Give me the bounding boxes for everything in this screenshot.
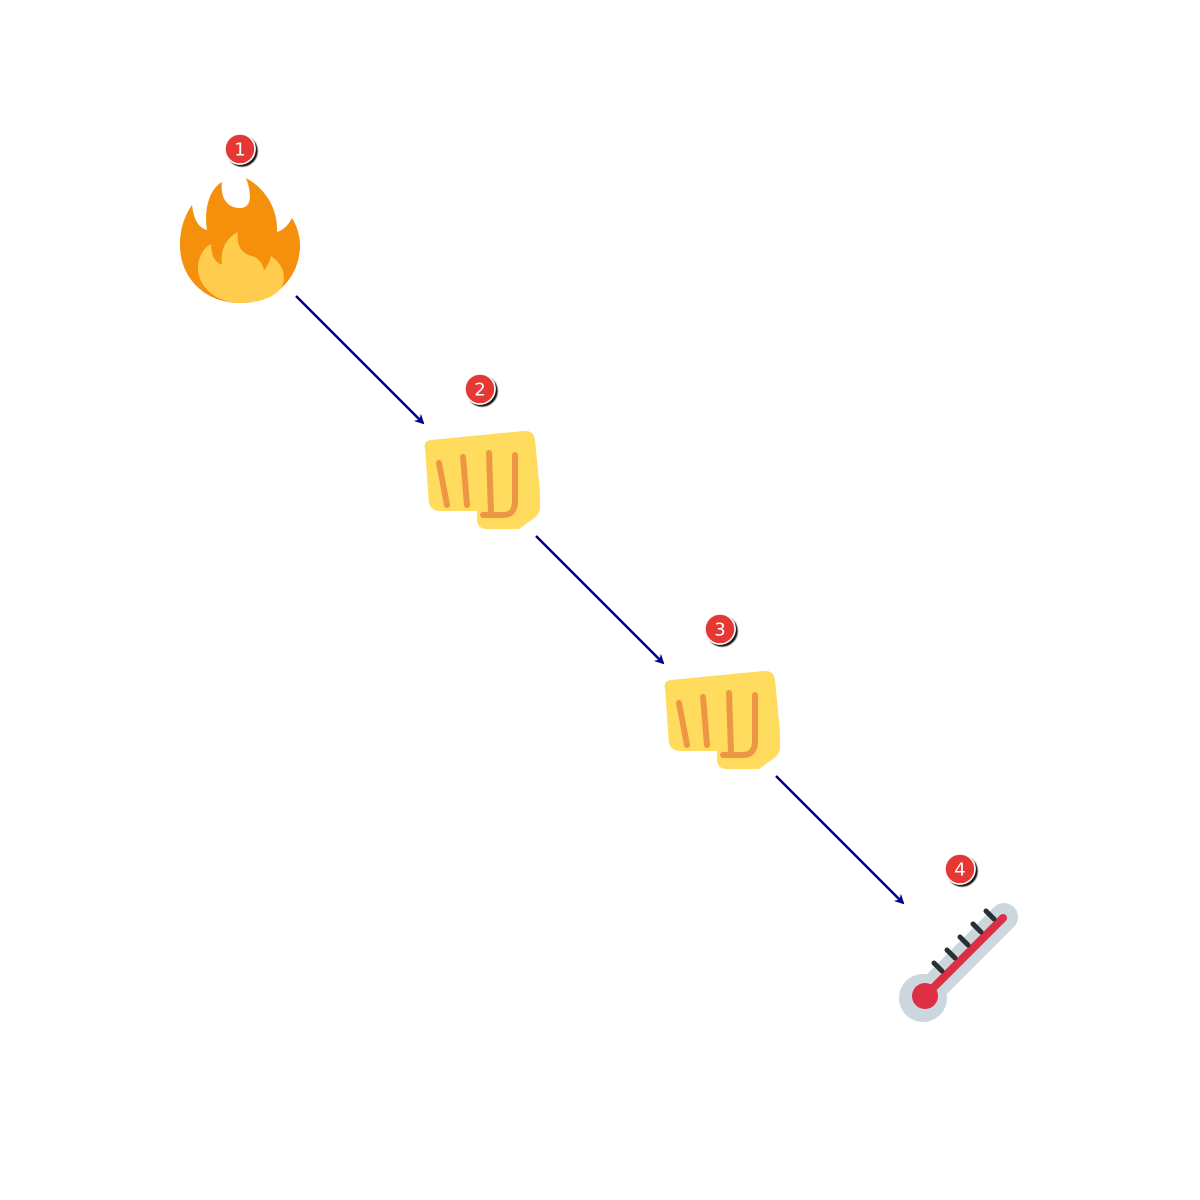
step-2-badge: 2 bbox=[464, 373, 496, 405]
step-4-number: 4 bbox=[954, 860, 965, 881]
arrow-2-to-3 bbox=[535, 535, 665, 665]
step-1-badge: 1 bbox=[224, 133, 256, 165]
fire-icon bbox=[180, 178, 300, 303]
step-3-number: 3 bbox=[714, 620, 725, 641]
step-2-number: 2 bbox=[474, 380, 485, 401]
arrow-1-to-2 bbox=[295, 295, 425, 425]
oncoming-fist-icon bbox=[425, 431, 541, 529]
step-4: 4 bbox=[899, 853, 1018, 1022]
arrows bbox=[295, 295, 905, 905]
step-3-badge: 3 bbox=[704, 613, 736, 645]
step-4-badge: 4 bbox=[944, 853, 976, 885]
step-2: 2 bbox=[425, 373, 541, 529]
step-1-number: 1 bbox=[234, 140, 245, 161]
oncoming-fist-icon bbox=[665, 671, 781, 769]
arrow-3-to-4 bbox=[775, 775, 905, 905]
step-1: 1 bbox=[180, 133, 300, 303]
thermometer-icon bbox=[899, 903, 1018, 1022]
step-3: 3 bbox=[665, 613, 781, 769]
